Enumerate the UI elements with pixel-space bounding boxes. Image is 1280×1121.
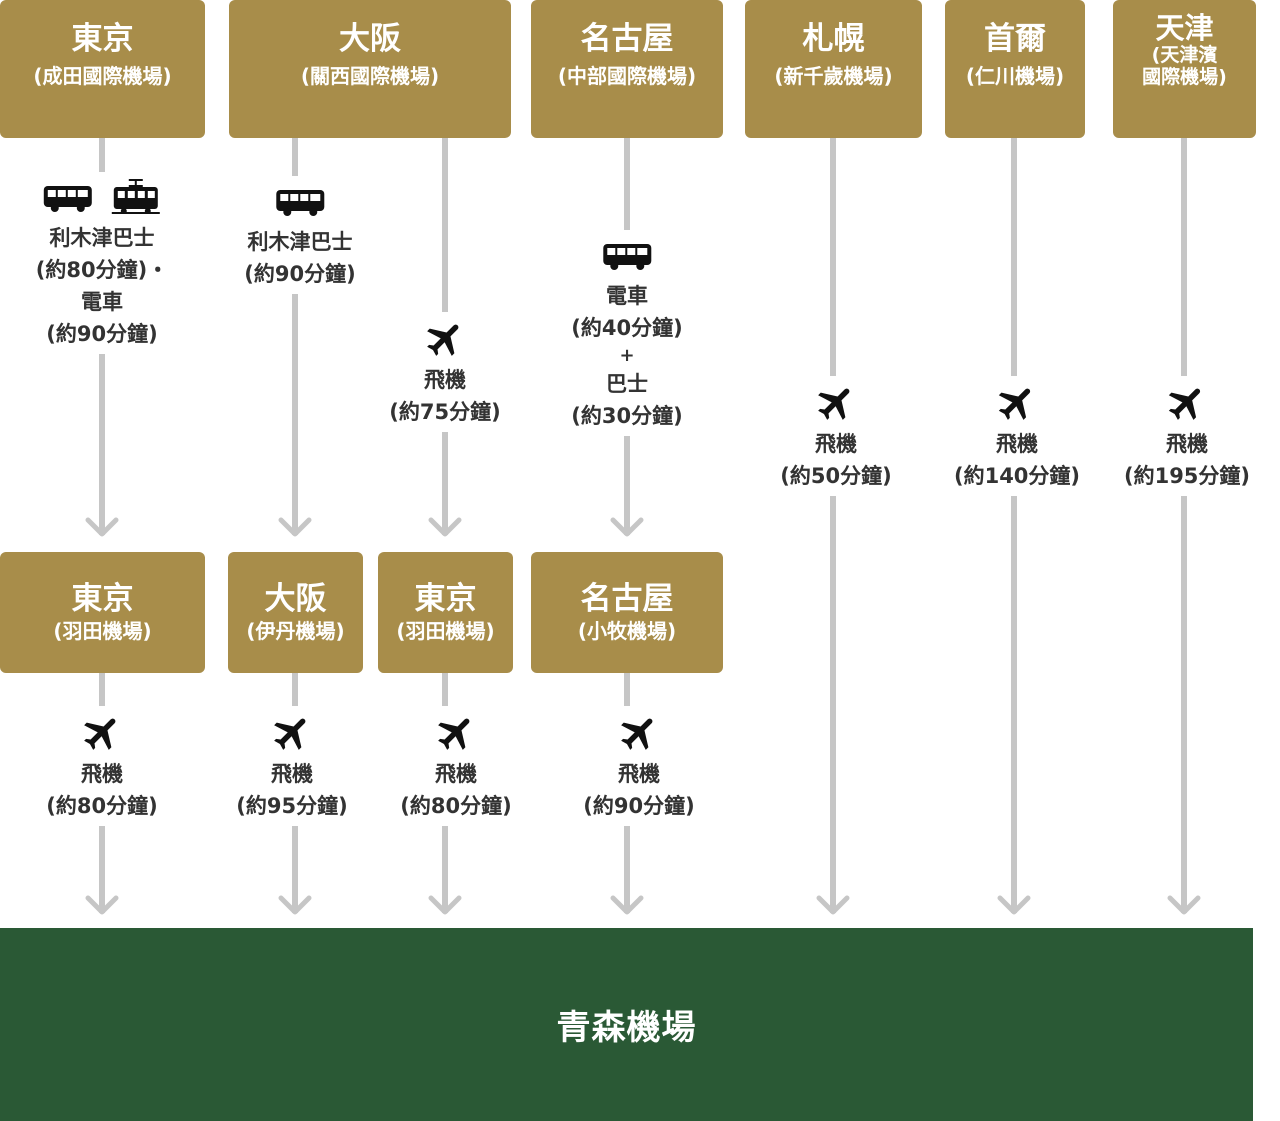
leg-duration: (約195分鐘) bbox=[1123, 464, 1251, 488]
leg-text-line2: (約90分鐘) bbox=[244, 262, 356, 286]
leg-komaki-flight: 飛機 (約90分鐘) bbox=[581, 706, 697, 826]
leg-mode: 飛機 bbox=[270, 762, 313, 786]
bus-icon bbox=[275, 190, 324, 216]
leg-narita-to-haneda: 利木津巴士 (約80分鐘)・ 電車 (約90分鐘) bbox=[33, 172, 171, 354]
leg-text-line3: 巴士 bbox=[605, 372, 648, 396]
destination-name: 青森機場 bbox=[556, 1008, 697, 1048]
leg-haneda-2-flight: 飛機 (約80分鐘) bbox=[398, 706, 514, 826]
airport-name: (新千歲機場) bbox=[774, 63, 893, 88]
airport-name: (成田國際機場) bbox=[33, 63, 172, 88]
airport-name-line1: (天津濱 bbox=[1151, 44, 1218, 67]
leg-duration: (約95分鐘) bbox=[236, 794, 348, 818]
city-name: 天津 bbox=[1155, 11, 1214, 45]
leg-text-line4: (約30分鐘) bbox=[571, 404, 683, 428]
plane-icon bbox=[1168, 388, 1201, 420]
city-name: 大阪 bbox=[264, 580, 327, 617]
plane-icon bbox=[998, 388, 1031, 420]
bus-icon bbox=[602, 244, 651, 270]
train-icon bbox=[111, 179, 160, 214]
origin-tianjin: 天津 (天津濱 國際機場) bbox=[1113, 0, 1256, 138]
leg-chubu-to-komaki: 電車 (約40分鐘) + 巴士 (約30分鐘) bbox=[569, 230, 685, 436]
airport-name-line2: 國際機場) bbox=[1142, 65, 1227, 88]
leg-mode: 飛機 bbox=[814, 432, 857, 456]
leg-duration: (約80分鐘) bbox=[46, 794, 158, 818]
airport-name: (關西國際機場) bbox=[300, 63, 440, 88]
leg-duration: (約90分鐘) bbox=[583, 794, 695, 818]
leg-text-line2: (約40分鐘) bbox=[571, 316, 683, 340]
leg-text-line4: (約90分鐘) bbox=[46, 322, 158, 346]
airport-name: (中部國際機場) bbox=[557, 63, 697, 88]
airport-name: (小牧機場) bbox=[577, 619, 677, 644]
airport-name: (伊丹機場) bbox=[246, 619, 345, 644]
city-name: 東京 bbox=[71, 580, 134, 617]
leg-mode: 飛機 bbox=[617, 762, 660, 786]
leg-mode: 飛機 bbox=[80, 762, 123, 786]
city-name: 東京 bbox=[71, 21, 134, 57]
leg-text-line2: (約80分鐘)・ bbox=[35, 258, 169, 282]
plane-icon bbox=[83, 718, 116, 750]
plane-icon bbox=[426, 324, 459, 356]
leg-text-line1: 電車 bbox=[605, 284, 648, 308]
leg-seoul-flight: 飛機 (約140分鐘) bbox=[951, 376, 1083, 496]
leg-mode: 飛機 bbox=[996, 432, 1038, 456]
leg-sapporo-flight: 飛機 (約50分鐘) bbox=[778, 376, 894, 496]
leg-duration: (約80分鐘) bbox=[400, 794, 512, 818]
bus-icon bbox=[43, 186, 92, 212]
leg-text-line1: 利木津巴士 bbox=[247, 230, 353, 254]
leg-duration: (約50分鐘) bbox=[780, 464, 892, 488]
city-name: 首爾 bbox=[984, 21, 1046, 57]
destination-aomori-airport: 青森機場 bbox=[0, 928, 1253, 1121]
transfer-tokyo-haneda-2: 東京 (羽田機場) bbox=[378, 552, 513, 673]
origin-nagoya-chubu: 名古屋 (中部國際機場) bbox=[531, 0, 723, 138]
leg-mode: 飛機 bbox=[434, 762, 477, 786]
leg-kansai-to-haneda: 飛機 (約75分鐘) bbox=[387, 312, 503, 432]
plane-icon bbox=[437, 718, 470, 750]
origin-tokyo-narita: 東京 (成田國際機場) bbox=[0, 0, 205, 138]
plane-icon bbox=[273, 718, 306, 750]
origin-sapporo: 札幌 (新千歲機場) bbox=[745, 0, 922, 138]
city-name: 名古屋 bbox=[580, 580, 674, 617]
city-name: 東京 bbox=[414, 580, 477, 617]
transfer-tokyo-haneda: 東京 (羽田機場) bbox=[0, 552, 205, 673]
origin-seoul: 首爾 (仁川機場) bbox=[945, 0, 1085, 138]
airport-name: (仁川機場) bbox=[965, 63, 1065, 88]
transfer-nagoya-komaki: 名古屋 (小牧機場) bbox=[531, 552, 723, 673]
leg-duration: (約75分鐘) bbox=[389, 400, 501, 424]
leg-haneda-flight: 飛機 (約80分鐘) bbox=[44, 706, 160, 826]
transfer-osaka-itami: 大阪 (伊丹機場) bbox=[228, 552, 363, 673]
airport-name: (羽田機場) bbox=[53, 619, 152, 644]
airport-name: (羽田機場) bbox=[396, 619, 495, 644]
leg-itami-flight: 飛機 (約95分鐘) bbox=[234, 706, 350, 826]
leg-mode: 飛機 bbox=[1166, 432, 1208, 456]
city-name: 札幌 bbox=[802, 21, 865, 57]
leg-text-line1: 利木津巴士 bbox=[49, 226, 155, 250]
leg-mode: 飛機 bbox=[423, 368, 466, 392]
leg-tianjin-flight: 飛機 (約195分鐘) bbox=[1121, 376, 1253, 496]
leg-plus: + bbox=[619, 345, 635, 366]
leg-duration: (約140分鐘) bbox=[953, 464, 1081, 488]
city-name: 名古屋 bbox=[580, 21, 674, 57]
city-name: 大阪 bbox=[339, 21, 401, 57]
plane-icon bbox=[817, 388, 850, 420]
plane-icon bbox=[620, 718, 653, 750]
leg-text-line3: 電車 bbox=[80, 290, 123, 314]
leg-kansai-to-itami: 利木津巴士 (約90分鐘) bbox=[242, 176, 358, 294]
origin-osaka-kansai: 大阪 (關西國際機場) bbox=[229, 0, 511, 138]
